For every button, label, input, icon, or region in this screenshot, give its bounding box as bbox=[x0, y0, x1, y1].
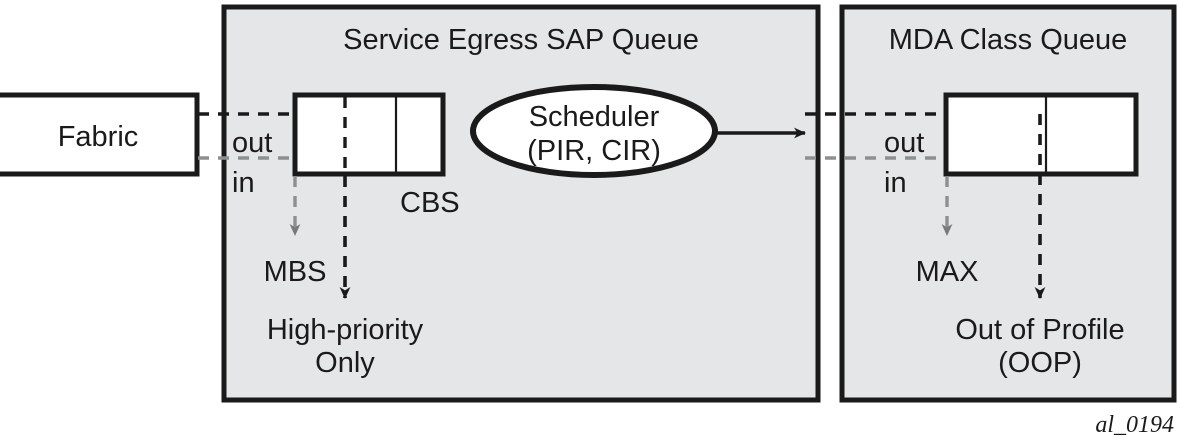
port-label-out-sap: out bbox=[232, 127, 272, 159]
panel-title-mda-class: MDA Class Queue bbox=[889, 24, 1128, 56]
max-label: MAX bbox=[916, 256, 979, 288]
fabric-box bbox=[0, 92, 200, 177]
port-label-out-mda: out bbox=[884, 127, 924, 159]
port-label-in-mda: in bbox=[884, 167, 907, 199]
high-priority-label-line1: High-priority bbox=[267, 314, 424, 346]
panel-mda-class-queue: MDA Class Queue bbox=[839, 4, 1177, 403]
fabric-label: Fabric bbox=[58, 121, 139, 153]
annotation-out-of-profile: Out of Profile (OOP) bbox=[955, 114, 1125, 379]
cbs-label: CBS bbox=[400, 187, 460, 219]
mbs-label: MBS bbox=[264, 256, 327, 288]
panel-background-mda-class bbox=[839, 4, 1177, 403]
scheduler-label-line2: (PIR, CIR) bbox=[527, 135, 661, 167]
queue-box-outline-sap bbox=[292, 92, 446, 177]
scheduler-ellipse bbox=[470, 84, 718, 178]
high-priority-label-line2: Only bbox=[315, 347, 375, 379]
panel-title-service-egress: Service Egress SAP Queue bbox=[343, 24, 699, 56]
queue-box-sap bbox=[292, 92, 446, 177]
annotation-cbs: CBS bbox=[400, 187, 460, 219]
scheduler-node: Scheduler (PIR, CIR) bbox=[470, 84, 806, 178]
panel-service-egress-sap-queue: Service Egress SAP Queue bbox=[221, 4, 821, 403]
out-of-profile-label-line1: Out of Profile bbox=[955, 314, 1124, 346]
out-of-profile-label-line2: (OOP) bbox=[998, 347, 1082, 379]
scheduler-label-line1: Scheduler bbox=[529, 101, 660, 133]
figure-caption: al_0194 bbox=[1095, 412, 1174, 438]
annotation-mbs: MBS bbox=[264, 176, 327, 288]
fabric-block: Fabric bbox=[0, 92, 200, 177]
panel-background-service-egress bbox=[221, 4, 821, 403]
port-label-in-sap: in bbox=[232, 167, 255, 199]
connector-fabric-to-sap-queue: out in bbox=[198, 112, 345, 199]
connector-scheduler-to-mda-queue: out in bbox=[805, 112, 1040, 199]
annotation-max: MAX bbox=[916, 176, 979, 288]
annotation-high-priority-only: High-priority Only bbox=[267, 176, 424, 379]
